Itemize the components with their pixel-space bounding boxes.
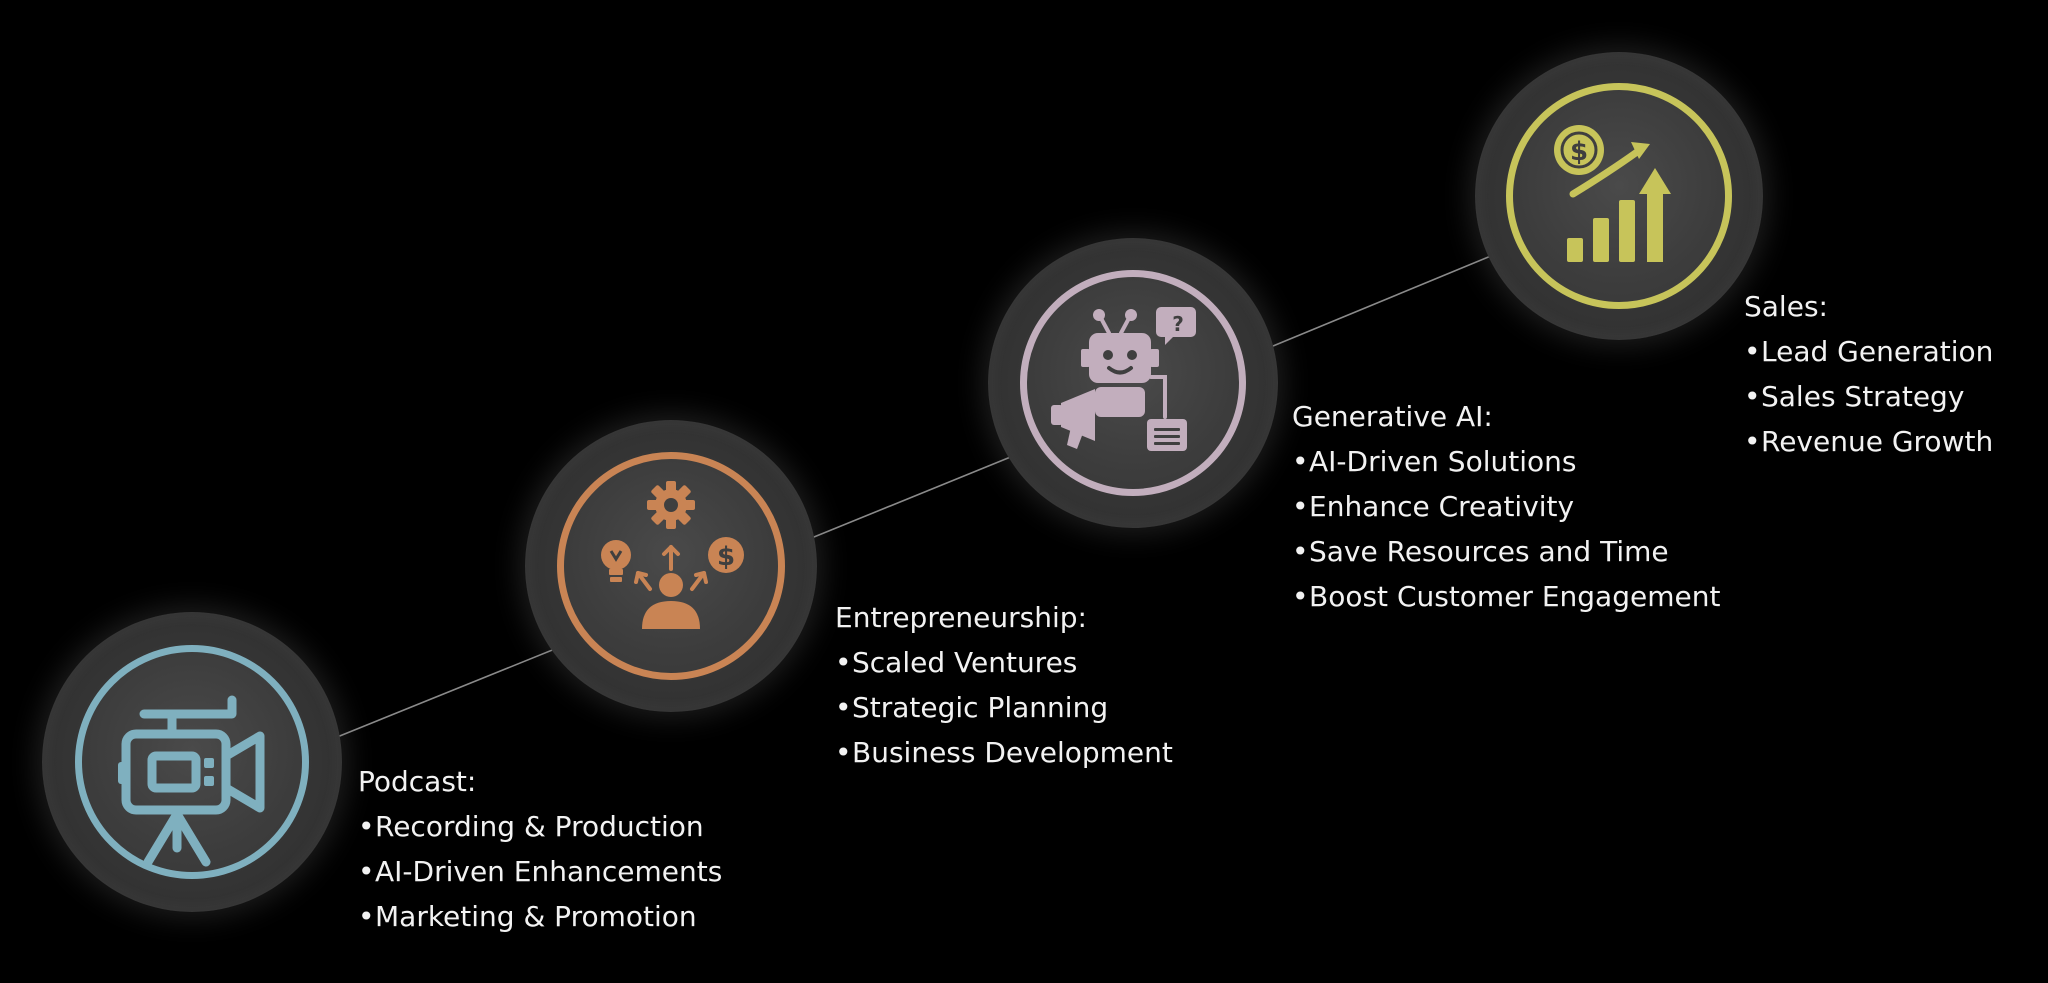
connector-podcast-entrepreneurship (309, 637, 583, 749)
podcast-title: Podcast: (358, 765, 477, 798)
connector-generative-ai-sales (1243, 245, 1516, 359)
svg-text:?: ? (1172, 312, 1184, 336)
connector-entrepreneurship-generative-ai (781, 444, 1041, 551)
generative-ai-item: •Boost Customer Engagement (1292, 580, 1721, 613)
sales-label-block: Sales: •Lead Generation •Sales Strategy … (1744, 284, 1993, 464)
sales-item: •Sales Strategy (1744, 380, 1965, 413)
entrepreneurship-ring: $ (557, 452, 785, 680)
generative-ai-ring: ? (1020, 270, 1246, 496)
generative-ai-label-block: Generative AI: •AI-Driven Solutions •Enh… (1292, 394, 1720, 619)
podcast-label-block: Podcast: •Recording & Production •AI-Dri… (358, 759, 722, 939)
podcast-ring (75, 645, 309, 879)
sales-item: •Lead Generation (1744, 335, 1994, 368)
entrepreneurship-item: •Business Development (835, 736, 1173, 769)
entrepreneurship-label-block: Entrepreneurship: •Scaled Ventures •Stra… (835, 595, 1173, 775)
robot-megaphone-icon: ? (1027, 277, 1239, 489)
svg-text:$: $ (1570, 137, 1588, 167)
entrepreneurship-item: •Scaled Ventures (835, 646, 1078, 679)
video-camera-icon (82, 652, 302, 872)
sales-growth-chart-icon: $ (1513, 90, 1725, 302)
svg-text:$: $ (717, 542, 735, 572)
podcast-node (42, 612, 342, 912)
generative-ai-item: •Enhance Creativity (1292, 490, 1575, 523)
generative-ai-title: Generative AI: (1292, 400, 1493, 433)
entrepreneur-ideas-icon: $ (564, 459, 778, 673)
generative-ai-node: ? (988, 238, 1278, 528)
podcast-item: •Recording & Production (358, 810, 704, 843)
entrepreneurship-node: $ (525, 420, 817, 712)
sales-item: •Revenue Growth (1744, 425, 1994, 458)
sales-ring: $ (1506, 83, 1732, 309)
sales-node: $ (1475, 52, 1763, 340)
generative-ai-item: •AI-Driven Solutions (1292, 445, 1577, 478)
podcast-item: •AI-Driven Enhancements (358, 855, 723, 888)
podcast-item: •Marketing & Promotion (358, 900, 697, 933)
entrepreneurship-item: •Strategic Planning (835, 691, 1109, 724)
entrepreneurship-title: Entrepreneurship: (835, 601, 1087, 634)
generative-ai-item: •Save Resources and Time (1292, 535, 1669, 568)
sales-title: Sales: (1744, 290, 1828, 323)
